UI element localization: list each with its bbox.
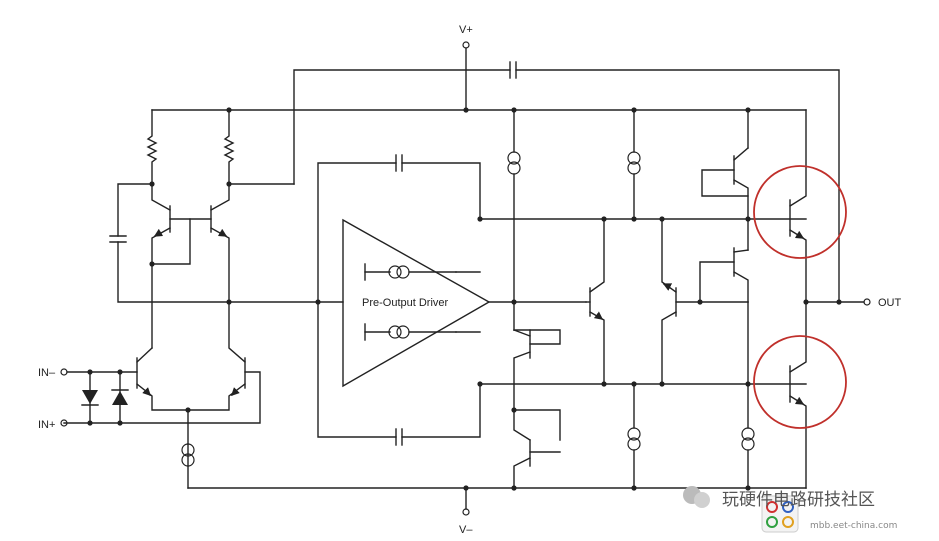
driver-label: Pre-Output Driver xyxy=(362,297,449,309)
watermark-text: 玩硬件电路研技社区 xyxy=(722,490,875,510)
input-capacitor xyxy=(109,183,321,305)
output-transistor-upper xyxy=(789,109,807,303)
clamp-diodes xyxy=(81,369,129,426)
highlight-circle-lower xyxy=(753,335,847,429)
cascode-transistors xyxy=(149,183,230,349)
vminus-terminal xyxy=(462,508,470,516)
vminus-label: V– xyxy=(459,524,473,536)
pre-output-driver: Pre-Output Driver xyxy=(317,154,515,446)
bottom-rail xyxy=(187,485,807,491)
vplus-terminal xyxy=(462,41,470,49)
out-terminal xyxy=(863,298,871,306)
output-feedback-capacitor xyxy=(293,61,840,303)
driver-transistor-pnp xyxy=(661,218,701,385)
load-resistors xyxy=(146,109,295,187)
in-minus-terminal xyxy=(60,368,68,376)
site-logo-icon xyxy=(761,495,799,533)
bias-column-left xyxy=(507,109,587,489)
watermark: 玩硬件电路研技社区 mbb.eet-china.com xyxy=(683,486,897,533)
tail-current-source xyxy=(181,409,195,489)
driver-transistor-npn xyxy=(585,218,605,385)
input-differential-pair xyxy=(63,301,261,424)
wechat-logo-icon xyxy=(683,486,710,508)
out-label: OUT xyxy=(878,297,902,309)
in-plus-terminal xyxy=(60,419,68,427)
in-minus-label: IN– xyxy=(38,367,56,379)
output-transistor-lower xyxy=(789,301,807,489)
watermark-site: mbb.eet-china.com xyxy=(810,521,897,531)
output-bias-stage xyxy=(697,109,755,489)
vplus-label: V+ xyxy=(459,24,473,36)
in-plus-label: IN+ xyxy=(38,419,55,431)
top-rail xyxy=(151,107,807,113)
highlight-circle-upper xyxy=(753,165,847,259)
bias-column-middle xyxy=(627,109,641,489)
